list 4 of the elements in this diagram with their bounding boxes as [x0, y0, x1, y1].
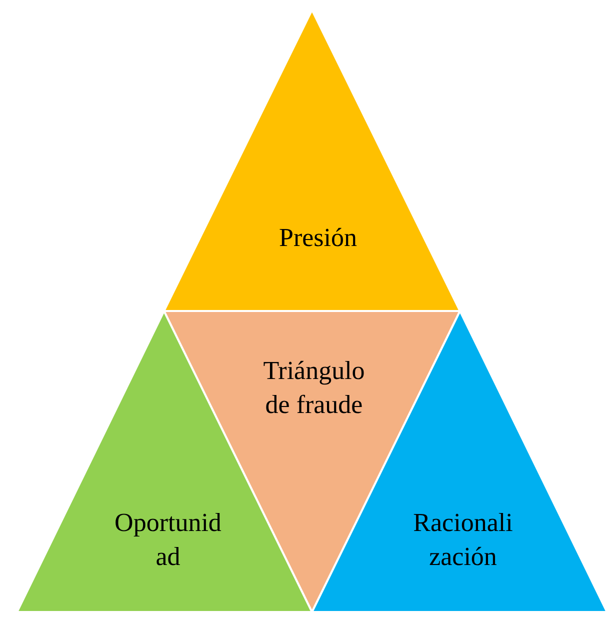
segment-label: Triángulo de fraude	[262, 355, 366, 421]
segment-label: Oportunid ad	[114, 507, 222, 573]
segment-label: Presión	[278, 222, 358, 254]
segment-label: Racionali zación	[412, 507, 514, 573]
